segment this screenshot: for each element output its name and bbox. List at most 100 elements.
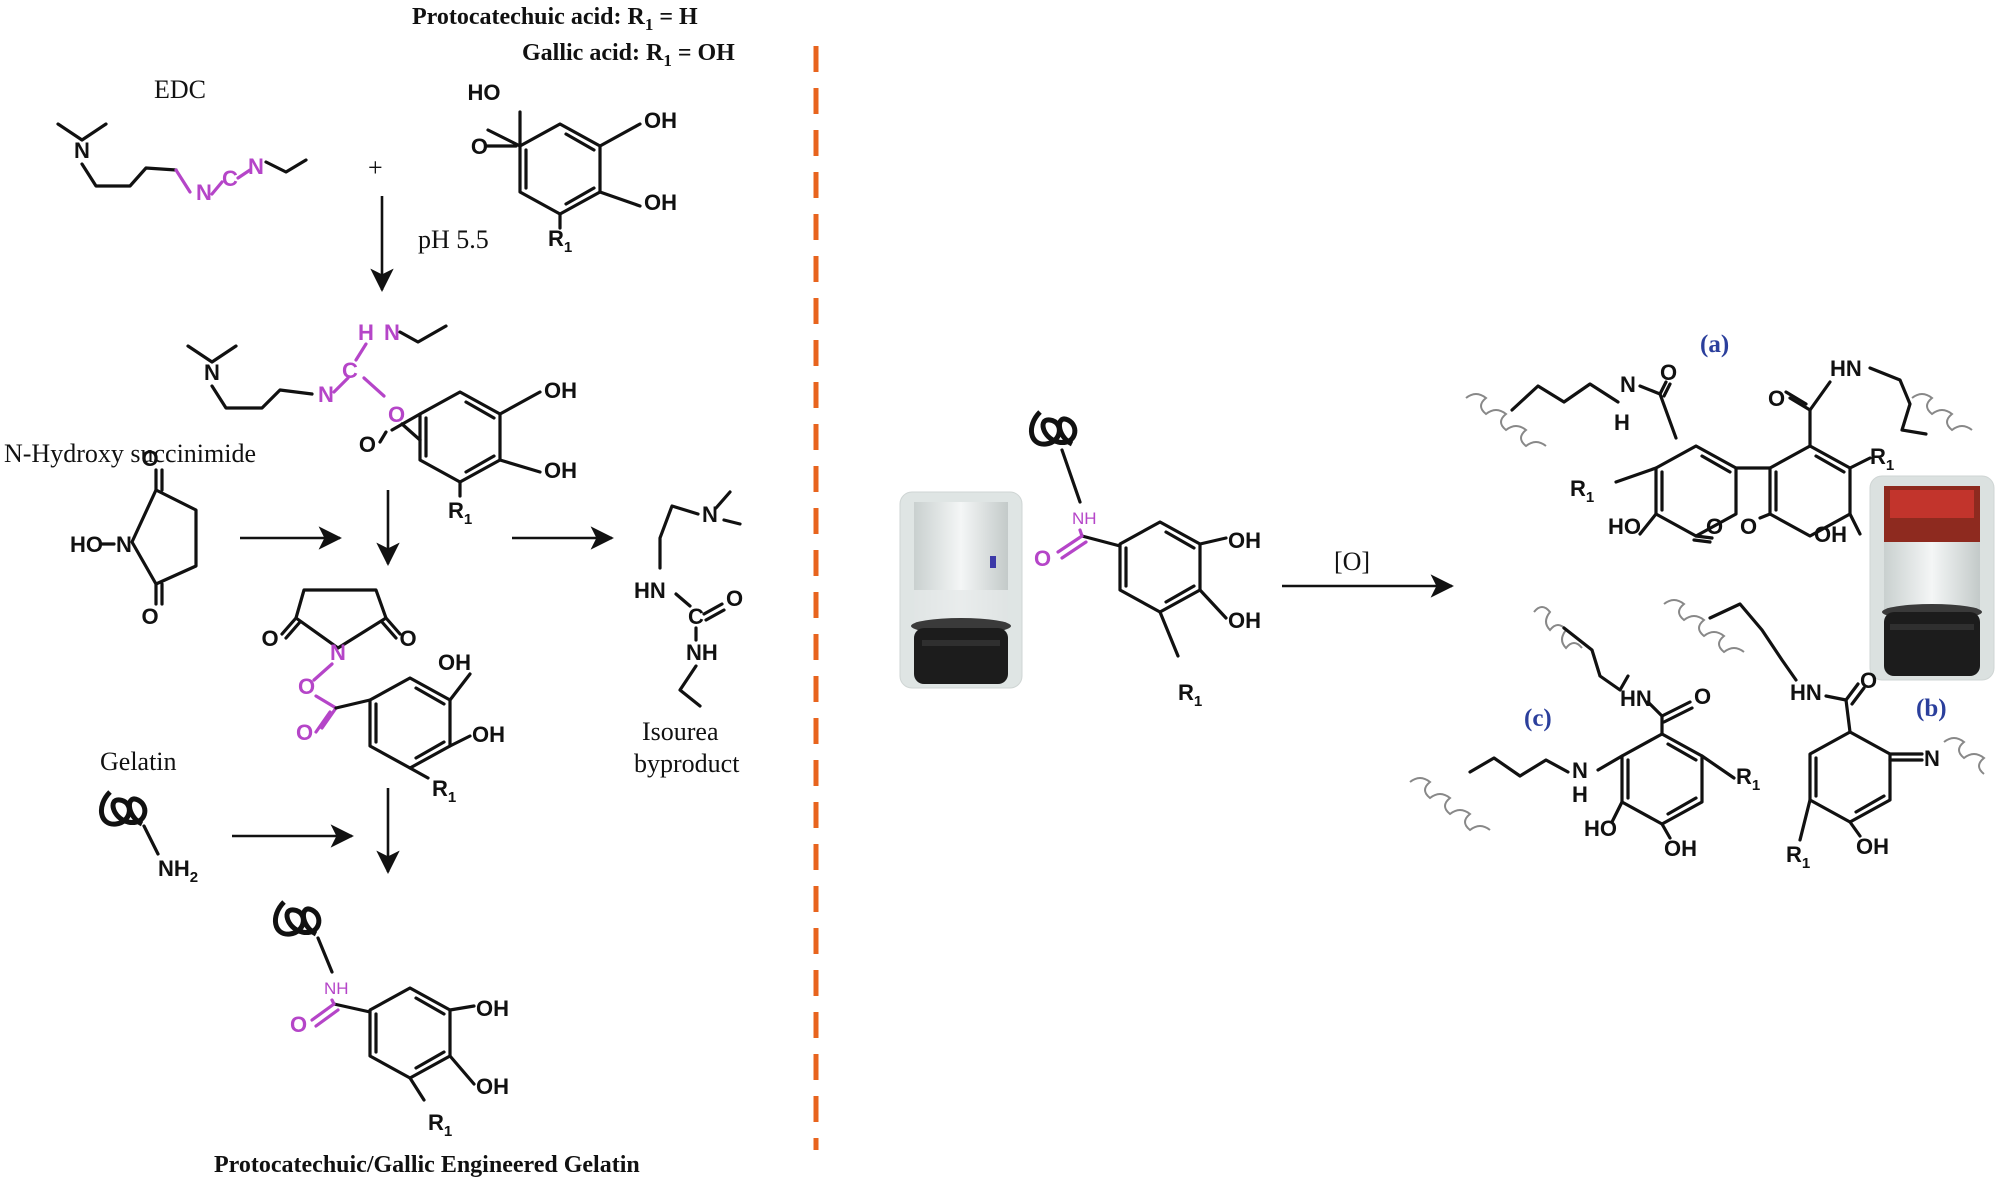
svg-text:N: N	[74, 138, 90, 163]
svg-text:C: C	[222, 166, 238, 191]
svg-text:N: N	[116, 532, 132, 557]
svg-text:O: O	[141, 604, 158, 629]
svg-text:Gelatin: Gelatin	[100, 747, 177, 776]
svg-text:N: N	[196, 180, 212, 205]
svg-text:(a): (a)	[1700, 331, 1729, 358]
svg-text:HO: HO	[1584, 816, 1617, 841]
nhs-molecule: O O HO N	[70, 446, 198, 629]
svg-text:N: N	[384, 320, 400, 345]
svg-text:OH: OH	[544, 378, 577, 403]
svg-text:HN: HN	[1620, 686, 1652, 711]
svg-text:OH: OH	[1664, 836, 1697, 861]
vial-photo-before	[899, 491, 1023, 689]
svg-text:OH: OH	[476, 1074, 509, 1099]
svg-text:R1: R1	[1178, 680, 1202, 710]
vial-photo-after	[1869, 475, 1995, 681]
svg-text:O: O	[388, 402, 405, 427]
svg-text:HO: HO	[468, 80, 501, 105]
svg-text:O: O	[1694, 684, 1711, 709]
svg-text:H: H	[1572, 782, 1588, 807]
svg-text:Isourea: Isourea	[642, 717, 719, 746]
svg-text:O: O	[1660, 360, 1677, 385]
svg-text:OH: OH	[472, 722, 505, 747]
gelatin-reagent: Gelatin NH2	[99, 747, 198, 886]
svg-text:OH: OH	[644, 108, 677, 133]
crosslink-structure-a: (a) N H O R1 HO O O OH R1 O HN	[1465, 331, 1973, 547]
engineered-gelatin-product: NH O OH OH R1 Protocatechuic/Gallic Engi…	[214, 900, 640, 1178]
svg-text:OH: OH	[476, 996, 509, 1021]
svg-text:NH: NH	[324, 979, 349, 998]
svg-text:H: H	[1614, 410, 1630, 435]
svg-text:N: N	[1572, 758, 1588, 783]
svg-text:EDC: EDC	[154, 75, 206, 104]
svg-text:O: O	[359, 432, 376, 457]
svg-text:OH: OH	[1814, 522, 1847, 547]
svg-text:HO: HO	[70, 532, 103, 557]
svg-text:Gallic acid: R1 = OH: Gallic acid: R1 = OH	[522, 40, 735, 70]
svg-text:HO: HO	[1608, 514, 1641, 539]
svg-text:pH 5.5: pH 5.5	[418, 225, 489, 254]
svg-text:N: N	[1620, 372, 1636, 397]
svg-text:O: O	[399, 626, 416, 651]
svg-text:N: N	[248, 154, 264, 179]
oxidation-label: [O]	[1334, 547, 1370, 576]
svg-text:N: N	[1924, 746, 1940, 771]
svg-text:O: O	[1706, 514, 1723, 539]
svg-text:O: O	[726, 586, 743, 611]
svg-text:R1: R1	[1570, 476, 1594, 506]
svg-text:OH: OH	[644, 190, 677, 215]
svg-text:OH: OH	[1856, 834, 1889, 859]
svg-text:OH: OH	[544, 458, 577, 483]
svg-text:O: O	[471, 134, 488, 159]
svg-text:R1: R1	[432, 776, 456, 806]
svg-text:N: N	[204, 360, 220, 385]
svg-text:N: N	[702, 502, 718, 527]
svg-text:OH: OH	[1228, 528, 1261, 553]
svg-text:H: H	[358, 320, 374, 345]
svg-text:HN: HN	[1830, 356, 1862, 381]
nhs-label: N-Hydroxy succinimide	[4, 439, 256, 468]
nhs-ester-intermediate: O O N O O OH OH R1	[261, 588, 505, 806]
svg-text:OH: OH	[438, 650, 471, 675]
svg-text:(c): (c)	[1524, 705, 1552, 732]
svg-text:O: O	[141, 446, 158, 471]
svg-text:O: O	[296, 720, 313, 745]
edc-molecule: EDC N N C N +	[56, 75, 383, 205]
svg-text:HN: HN	[1790, 680, 1822, 705]
svg-text:O: O	[261, 626, 278, 651]
svg-text:HN: HN	[634, 578, 666, 603]
svg-text:C: C	[342, 358, 358, 383]
svg-text:R1: R1	[428, 1110, 452, 1140]
crosslink-structure-b: (b) HN O N OH R1	[1663, 599, 1986, 872]
svg-text:R1: R1	[1786, 842, 1810, 872]
svg-text:(b): (b)	[1916, 695, 1947, 722]
svg-text:+: +	[368, 153, 383, 182]
svg-text:byproduct: byproduct	[634, 749, 740, 778]
svg-text:R1: R1	[1870, 444, 1894, 474]
svg-text:N: N	[318, 382, 334, 407]
svg-text:O: O	[298, 674, 315, 699]
svg-text:R1: R1	[1736, 764, 1760, 794]
isourea-byproduct: N HN C O NH Isourea byproduct	[634, 490, 743, 778]
o-acylisourea-intermediate: N N C H N O O OH OH R1	[186, 320, 577, 528]
svg-text:NH: NH	[1072, 509, 1097, 528]
svg-text:O: O	[1740, 514, 1757, 539]
r1-definitions: Protocatechuic acid: R1 = H Gallic acid:…	[412, 4, 735, 70]
svg-text:O: O	[1034, 546, 1051, 571]
svg-text:R1: R1	[448, 498, 472, 528]
crosslink-structure-c: (c) HN O R1 N H HO OH	[1409, 606, 1760, 861]
svg-text:N: N	[330, 640, 346, 665]
svg-text:NH: NH	[686, 640, 718, 665]
svg-text:R1: R1	[548, 226, 572, 256]
product-caption: Protocatechuic/Gallic Engineered Gelatin	[214, 1152, 640, 1178]
phenolic-acid-molecule: HO O OH OH R1	[468, 80, 678, 256]
svg-text:C: C	[688, 604, 704, 629]
svg-text:NH2: NH2	[158, 856, 198, 886]
svg-text:O: O	[1768, 386, 1785, 411]
svg-text:Protocatechuic acid: R1 = H: Protocatechuic acid: R1 = H	[412, 4, 698, 34]
svg-text:OH: OH	[1228, 608, 1261, 633]
svg-text:O: O	[290, 1012, 307, 1037]
catechol-gelatin-conjugate: NH O OH OH R1	[1029, 410, 1261, 710]
svg-text:O: O	[1860, 668, 1877, 693]
